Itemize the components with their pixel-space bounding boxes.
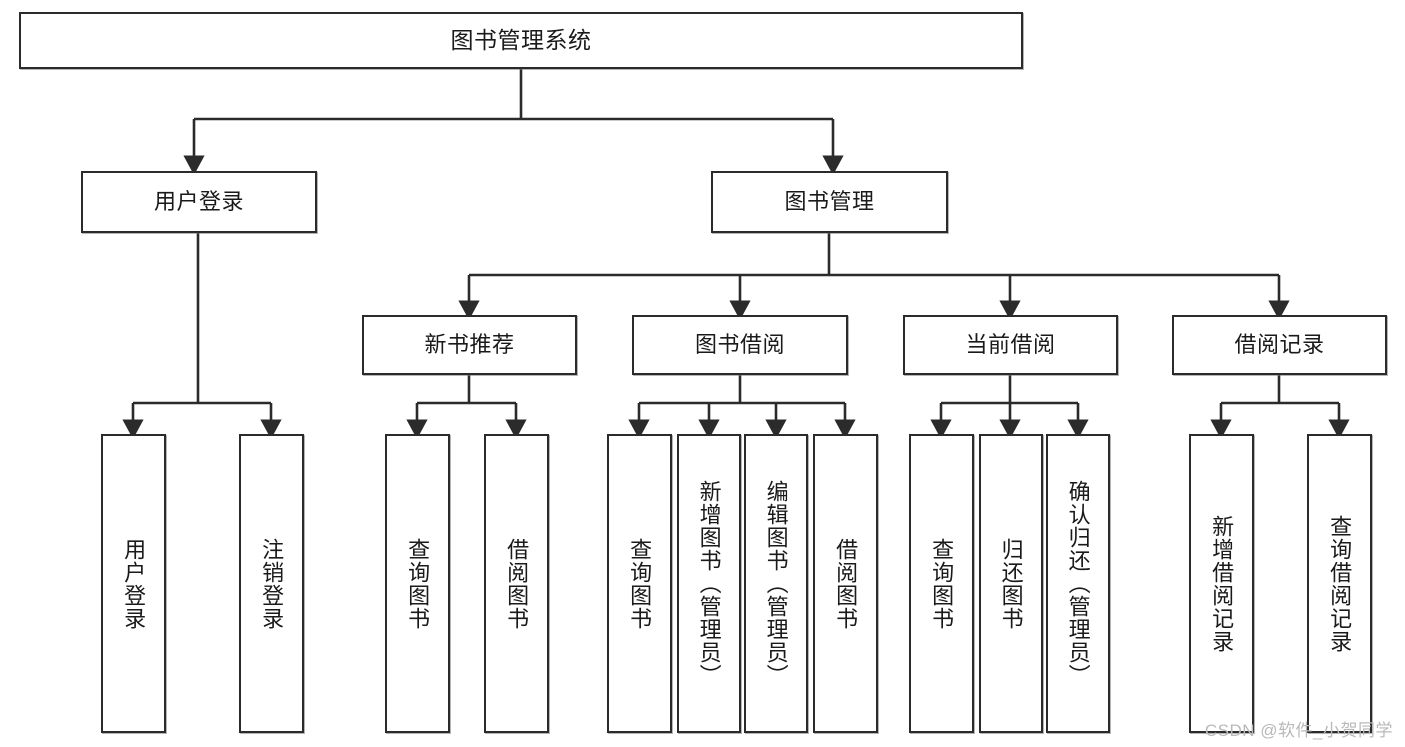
leaf-borrow-add-book-admin[interactable]: 新增图书（管理员） xyxy=(677,434,741,733)
csdn-watermark: CSDN @软件_小贺同学 xyxy=(1204,721,1393,740)
node-label: 查询借阅记录 xyxy=(1327,514,1353,653)
node-label: 归还图书 xyxy=(998,537,1024,630)
leaf-user-login-login[interactable]: 用户登录 xyxy=(101,434,166,733)
node-label: 确认归还（管理员） xyxy=(1065,480,1091,687)
leaf-borrow-query-book[interactable]: 查询图书 xyxy=(607,434,672,733)
node-book-management[interactable]: 图书管理 xyxy=(711,171,948,233)
leaf-current-return-book[interactable]: 归还图书 xyxy=(979,434,1043,733)
node-book-borrow[interactable]: 图书借阅 xyxy=(632,315,848,375)
node-label: 借阅图书 xyxy=(833,537,859,630)
leaf-current-query-book[interactable]: 查询图书 xyxy=(909,434,974,733)
node-label: 图书管理 xyxy=(784,189,875,215)
leaf-user-login-logout[interactable]: 注销登录 xyxy=(239,434,304,733)
node-label: 新增图书（管理员） xyxy=(696,480,722,687)
node-label: 编辑图书（管理员） xyxy=(763,480,789,687)
leaf-record-query-record[interactable]: 查询借阅记录 xyxy=(1307,434,1372,733)
node-label: 借阅记录 xyxy=(1234,332,1325,358)
node-label: 查询图书 xyxy=(627,537,653,630)
node-label: 新增借阅记录 xyxy=(1209,514,1235,653)
node-label: 当前借阅 xyxy=(965,332,1056,358)
node-borrow-record[interactable]: 借阅记录 xyxy=(1172,315,1387,375)
node-label: 借阅图书 xyxy=(504,537,530,630)
leaf-current-confirm-return-admin[interactable]: 确认归还（管理员） xyxy=(1046,434,1110,733)
leaf-record-add-record[interactable]: 新增借阅记录 xyxy=(1189,434,1254,733)
node-label: 图书借阅 xyxy=(694,332,785,358)
node-label: 图书管理系统 xyxy=(450,26,592,53)
node-root-system[interactable]: 图书管理系统 xyxy=(19,12,1023,69)
leaf-recommend-borrow-book[interactable]: 借阅图书 xyxy=(484,434,549,733)
node-label: 查询图书 xyxy=(405,537,431,630)
node-label: 新书推荐 xyxy=(424,332,515,358)
node-new-book-recommend[interactable]: 新书推荐 xyxy=(362,315,577,375)
leaf-borrow-edit-book-admin[interactable]: 编辑图书（管理员） xyxy=(744,434,808,733)
node-user-login[interactable]: 用户登录 xyxy=(81,171,317,233)
node-label: 用户登录 xyxy=(121,537,147,630)
leaf-recommend-query-book[interactable]: 查询图书 xyxy=(385,434,450,733)
node-label: 查询图书 xyxy=(929,537,955,630)
node-current-borrow[interactable]: 当前借阅 xyxy=(903,315,1118,375)
node-label: 用户登录 xyxy=(153,189,244,215)
node-label: 注销登录 xyxy=(259,537,285,630)
leaf-borrow-borrow-book[interactable]: 借阅图书 xyxy=(813,434,878,733)
